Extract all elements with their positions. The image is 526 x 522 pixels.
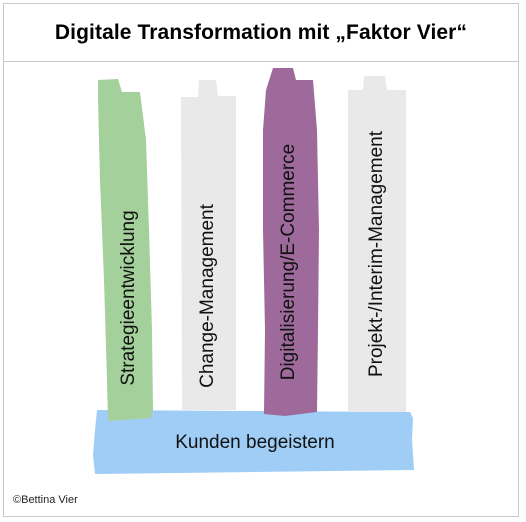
pillar-label-change-management: Change-Management (197, 204, 218, 388)
pillar-strategieentwicklung (98, 79, 153, 421)
pillar-digitalisierung (263, 68, 319, 416)
pillar-label-digitalisierung: Digitalisierung/E-Commerce (278, 143, 299, 381)
pillar-projekt-interim (348, 76, 406, 412)
pillar-label-projekt-interim: Projekt-/Interim-Management (366, 130, 387, 378)
pillar-change-management (181, 80, 236, 410)
base-label: Kunden begeistern (175, 432, 335, 453)
pillar-label-strategieentwicklung: Strategieentwicklung (118, 210, 139, 386)
copyright-notice: ©Bettina Vier (13, 494, 78, 506)
diagram-title: Digitale Transformation mit „Faktor Vier… (54, 20, 468, 44)
diagram-frame: Digitale Transformation mit „Faktor Vier… (3, 3, 519, 517)
title-bar: Digitale Transformation mit „Faktor Vier… (4, 4, 518, 62)
base-band (93, 410, 414, 474)
